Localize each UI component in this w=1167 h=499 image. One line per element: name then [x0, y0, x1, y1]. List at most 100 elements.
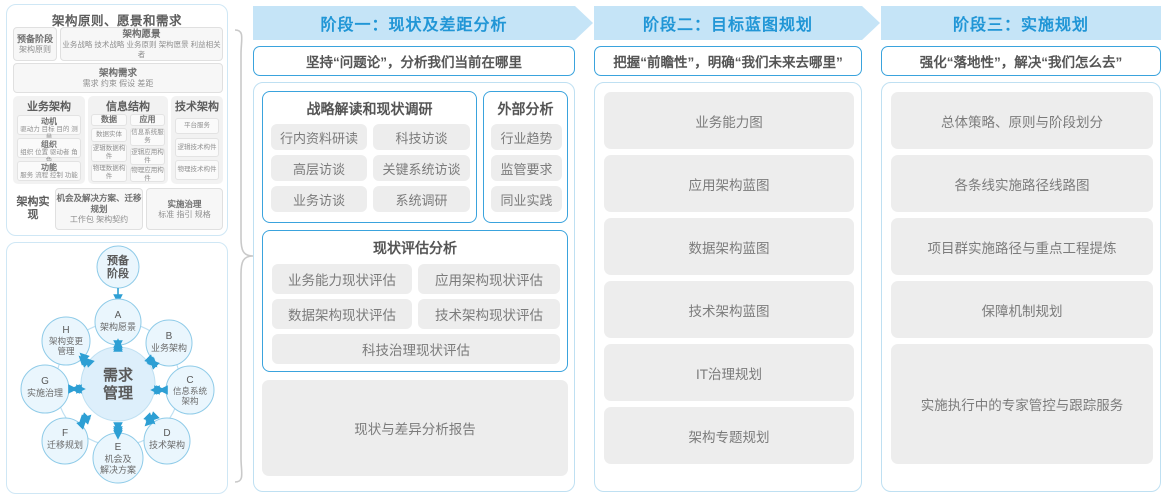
togaf-governance-box: 实施治理 标准 指引 规格 [146, 188, 223, 230]
adm-node-H-label2: 管理 [57, 346, 75, 356]
phase3-item-3[interactable]: 保障机制规划 [891, 281, 1153, 338]
adm-prep-line2: 阶段 [107, 266, 129, 280]
strategy-pill-5[interactable]: 系统调研 [373, 186, 470, 212]
phase-1-subtitle: 坚持“问题论”，分析我们当前在哪里 [253, 46, 575, 76]
adm-center-line2: 管理 [103, 384, 133, 402]
phase2-item-4[interactable]: IT治理规划 [604, 344, 854, 401]
togaf-requirements-box: 架构需求 需求 约束 假设 差距 [13, 63, 223, 93]
togaf-panel-title: 架构原则、愿景和需求 [51, 14, 182, 28]
phase3-item-0[interactable]: 总体策略、原则与阶段划分 [891, 92, 1153, 149]
external-pill-0[interactable]: 行业趋势 [491, 124, 562, 150]
external-pill-1[interactable]: 监管要求 [491, 155, 562, 181]
strategy-pill-4[interactable]: 业务访谈 [271, 186, 367, 212]
togaf-vision-title: 架构愿景 [122, 28, 161, 40]
strategy-pill-3[interactable]: 关键系统访谈 [373, 155, 470, 181]
togaf-row-vision: 预备阶段 架构原则 架构愿景 业务战略 技术战略 业务原则 架构愿景 利益相关者 [13, 27, 223, 61]
phase-2-chevron-icon [862, 6, 896, 40]
togaf-prep-box: 预备阶段 架构原则 [13, 27, 57, 61]
togaf-vision-sub: 业务战略 技术战略 业务原则 架构愿景 利益相关者 [62, 39, 221, 59]
togaf-ta-item-1: 逻辑技术构件 [175, 138, 219, 157]
togaf-column-technology-header: 技术架构 [175, 101, 219, 113]
phase-3-body: 总体策略、原则与阶段划分 各条线实施路径线路图 项目群实施路径与重点工程提炼 保… [881, 82, 1161, 492]
adm-node-H-label1: 架构变更 [49, 336, 84, 346]
phase2-item-2[interactable]: 数据架构蓝图 [604, 218, 854, 275]
phase3-item-2[interactable]: 项目群实施路径与重点工程提炼 [891, 218, 1153, 275]
strategy-pill-2[interactable]: 高层访谈 [271, 155, 367, 181]
togaf-ba-item-1-title: 组织 [41, 140, 57, 149]
external-pill-2[interactable]: 同业实践 [491, 186, 562, 212]
togaf-content-framework-panel: 架构原则、愿景和需求 预备阶段 架构原则 架构愿景 业务战略 技术战略 业务原则… [6, 4, 228, 236]
external-analysis-card: 外部分析 行业趋势 监管要求 同业实践 [483, 91, 568, 223]
adm-center-line1: 需求 [103, 366, 134, 384]
phase-1-body: 战略解读和现状调研 行内资料研读 科技访谈 高层访谈 关键系统访谈 业务访谈 系… [253, 82, 575, 492]
togaf-is-physical-app: 物理应用构件 [130, 166, 165, 182]
togaf-requirements-title: 架构需求 [98, 67, 137, 79]
phase-2-subtitle: 把握“前瞻性”，明确“我们未来去哪里” [594, 46, 862, 76]
adm-node-C-label1: 信息系统 [173, 386, 208, 396]
external-analysis-title: 外部分析 [497, 101, 554, 117]
phase2-item-1[interactable]: 应用架构蓝图 [604, 155, 854, 212]
phase3-item-1[interactable]: 各条线实施路径线路图 [891, 155, 1153, 212]
togaf-ba-item-0: 动机 驱动力 目标 目的 测量 [17, 115, 81, 141]
togaf-opportunity-title: 机会及解决方案、迁移规划 [56, 193, 142, 214]
phase-1-chevron-icon [575, 6, 609, 40]
adm-node-G-key: G [41, 376, 49, 387]
togaf-is-app-title: 应用 [130, 114, 165, 126]
adm-node-D-key: D [163, 428, 170, 439]
togaf-is-data-title: 数据 [91, 114, 127, 126]
assessment-pill-3[interactable]: 技术架构现状评估 [418, 299, 560, 329]
adm-node-C-label2: 架构 [181, 396, 198, 406]
togaf-prep-title: 预备阶段 [16, 33, 53, 44]
phase-2-band: 阶段二：目标蓝图规划 [594, 6, 862, 40]
left-column: 架构原则、愿景和需求 预备阶段 架构原则 架构愿景 业务战略 技术战略 业务原则… [6, 4, 254, 494]
adm-cycle-panel: 需求 管理 预备 阶段 A 架构愿景 B 业务架构 [6, 242, 228, 494]
phase-2-body: 业务能力图 应用架构蓝图 数据架构蓝图 技术架构蓝图 IT治理规划 架构专题规划 [594, 82, 862, 492]
phase-2-band-label: 阶段二：目标蓝图规划 [642, 17, 813, 34]
togaf-ba-item-0-title: 动机 [41, 117, 57, 126]
phase2-item-5[interactable]: 架构专题规划 [604, 407, 854, 464]
adm-node-H-key: H [62, 325, 69, 336]
adm-node-B-label: 业务架构 [151, 342, 187, 353]
assessment-pill-0[interactable]: 业务能力现状评估 [272, 264, 412, 294]
assessment-pill-2[interactable]: 数据架构现状评估 [272, 299, 412, 329]
strategy-pill-0[interactable]: 行内资料研读 [271, 124, 367, 150]
assessment-pill-wide[interactable]: 科技治理现状评估 [272, 334, 560, 364]
phase3-item-4[interactable]: 实施执行中的专家管控与跟踪服务 [891, 344, 1153, 464]
togaf-is-physical-data: 物理数据构件 [91, 164, 127, 182]
togaf-ba-item-2-title: 功能 [41, 163, 57, 172]
adm-node-D-label: 技术架构 [149, 439, 185, 450]
togaf-architecture-columns: 业务架构 动机 驱动力 目标 目的 测量 组织 组织 位置 驱动者 角色 功能 … [13, 96, 223, 184]
adm-node-E-label1: 机会及 [104, 453, 131, 464]
togaf-opportunity-box: 机会及解决方案、迁移规划 工作包 架构契约 [55, 188, 143, 230]
adm-node-F-key: F [62, 428, 68, 439]
togaf-is-logical-data: 逻辑数据构件 [91, 144, 127, 162]
strategy-pill-1[interactable]: 科技访谈 [373, 124, 470, 150]
togaf-ba-item-2: 功能 服务 流程 控制 功能 [17, 161, 81, 181]
adm-prep-line1: 预备 [107, 253, 130, 267]
phase-3-subtitle: 强化“落地性”，解决“我们怎么去” [881, 46, 1161, 76]
phase-1-band: 阶段一：现状及差距分析 [253, 6, 575, 40]
adm-node-C-key: C [186, 375, 193, 386]
togaf-row-realization: 架构实现 机会及解决方案、迁移规划 工作包 架构契约 实施治理 标准 指引 规格 [13, 188, 223, 230]
gap-analysis-report-card[interactable]: 现状与差异分析报告 [262, 380, 568, 476]
strategy-research-title: 战略解读和现状调研 [306, 101, 433, 117]
togaf-is-data-entity: 数据实体 [91, 128, 127, 142]
assessment-pill-1[interactable]: 应用架构现状评估 [418, 264, 560, 294]
current-state-assessment-card: 现状评估分析 业务能力现状评估 应用架构现状评估 数据架构现状评估 技术架构现状… [262, 230, 568, 372]
togaf-ta-item-2: 物理技术构件 [175, 160, 219, 180]
assessment-title: 现状评估分析 [373, 240, 457, 256]
phase-1-band-label: 阶段一：现状及差距分析 [320, 17, 508, 34]
togaf-column-technology: 技术架构 平台服务 逻辑技术构件 物理技术构件 [171, 96, 223, 184]
togaf-is-info-services: 信息系统服务 [130, 128, 165, 146]
togaf-column-business: 业务架构 动机 驱动力 目标 目的 测量 组织 组织 位置 驱动者 角色 功能 … [13, 96, 85, 184]
phase2-item-0[interactable]: 业务能力图 [604, 92, 854, 149]
togaf-vision-box: 架构愿景 业务战略 技术战略 业务原则 架构愿景 利益相关者 [60, 27, 223, 61]
togaf-ta-item-0: 平台服务 [175, 118, 219, 134]
togaf-ba-item-1: 组织 组织 位置 驱动者 角色 [17, 138, 81, 164]
adm-node-E-label2: 解决方案 [100, 464, 136, 475]
togaf-column-business-header: 业务架构 [27, 101, 71, 113]
phase2-item-3[interactable]: 技术架构蓝图 [604, 281, 854, 338]
togaf-realization-label: 架构实现 [16, 196, 50, 221]
adm-cycle-diagram: 需求 管理 预备 阶段 A 架构愿景 B 业务架构 [7, 243, 229, 495]
